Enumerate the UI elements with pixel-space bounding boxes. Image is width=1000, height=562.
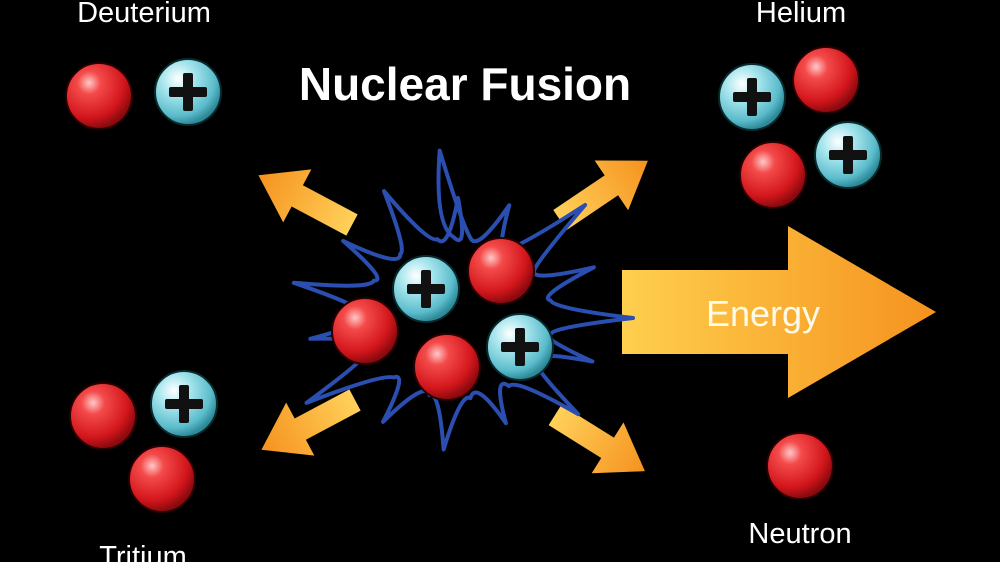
helium-label: Helium <box>756 0 846 29</box>
tritium-nucleus <box>69 370 218 513</box>
page-title: Nuclear Fusion <box>299 58 631 110</box>
neutron-particle <box>128 445 196 513</box>
proton-particle <box>392 255 460 323</box>
arrow-bottom-left <box>247 373 370 477</box>
tritium-label: Tritium <box>99 541 187 562</box>
neutron-particle <box>65 62 133 130</box>
proton-particle <box>150 370 218 438</box>
free-neutron-particle <box>766 432 834 500</box>
proton-particle <box>154 58 222 126</box>
deuterium-nucleus <box>65 58 222 130</box>
proton-particle <box>486 313 554 381</box>
helium-nucleus <box>718 46 882 209</box>
arrow-top-left <box>244 148 367 252</box>
neutron-particle <box>331 297 399 365</box>
neutron-label: Neutron <box>748 518 851 550</box>
proton-particle <box>814 121 882 189</box>
neutron-particle <box>467 237 535 305</box>
neutron-particle <box>739 141 807 209</box>
deuterium-label: Deuterium <box>77 0 211 29</box>
energy-label: Energy <box>706 293 820 334</box>
neutron-particle <box>69 382 137 450</box>
energy-arrow <box>622 226 936 398</box>
arrow-bottom-right <box>539 389 661 497</box>
proton-particle <box>718 63 786 131</box>
neutron-particle <box>792 46 860 114</box>
neutron-particle <box>413 333 481 401</box>
